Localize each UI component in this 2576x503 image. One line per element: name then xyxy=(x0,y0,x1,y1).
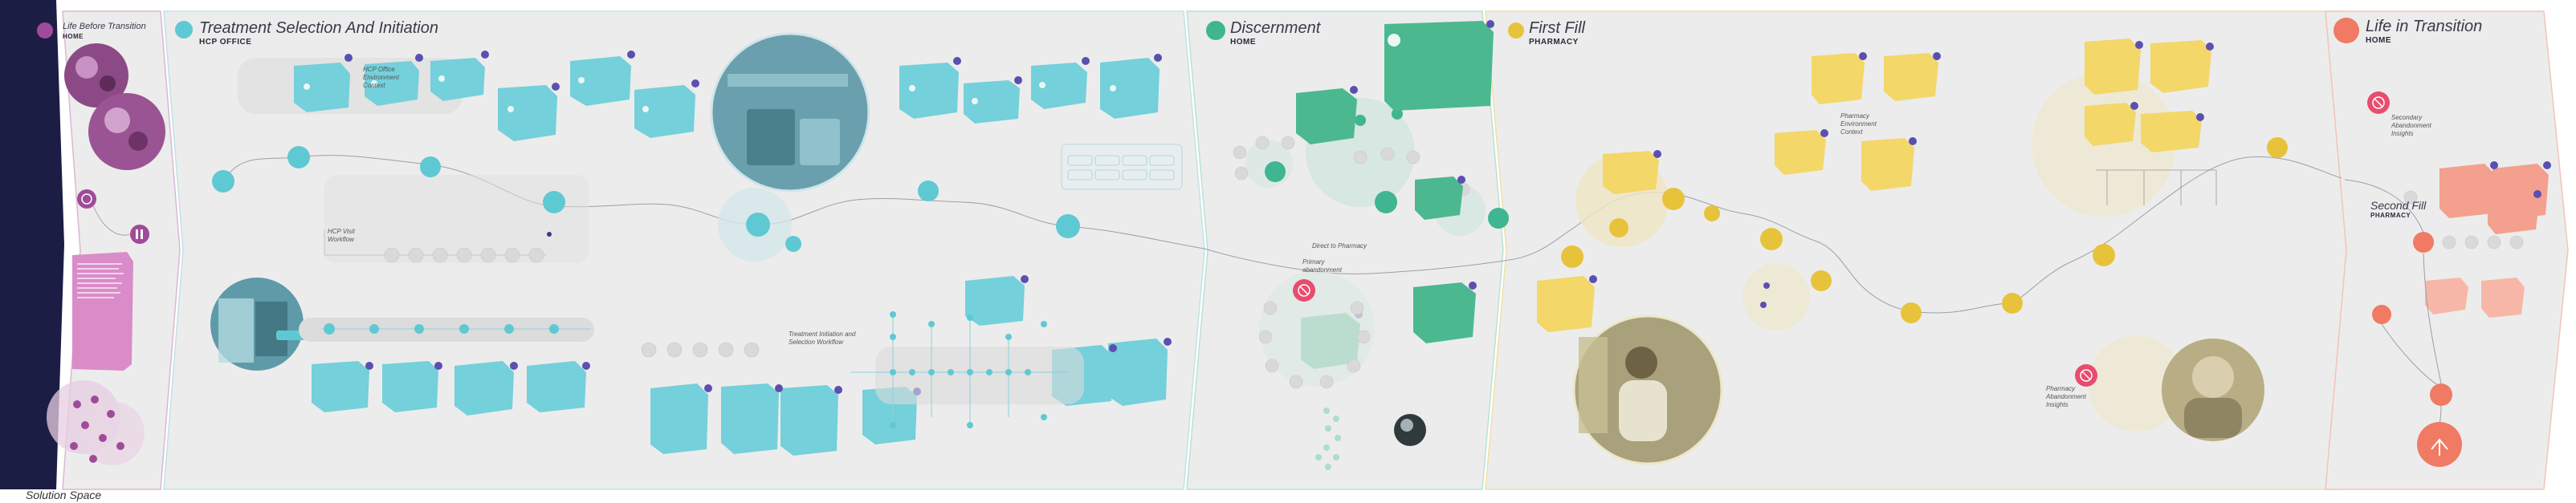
phase-dot-first-fill xyxy=(1508,22,1524,39)
phase-dot-life-transition xyxy=(2333,18,2359,43)
panel-discernment xyxy=(1186,10,1504,490)
phase-title-first-fill: First Fill xyxy=(1529,19,1585,37)
left-navy-bar xyxy=(0,0,56,489)
label-treatment-workflow: Treatment Initiation and Selection Workf… xyxy=(789,331,856,346)
phase-title-life-transition: Life in Transition xyxy=(2366,18,2483,35)
label-hcp-visit-workflow: HCP Visit Workflow xyxy=(328,228,355,243)
panel-life-transition xyxy=(2325,10,2569,490)
label-pharmacy-insights: Pharmacy Abandonment Insights xyxy=(2046,385,2086,408)
phase-subtitle-first-fill: PHARMACY xyxy=(1529,38,1579,47)
label-primary-abandonment: Primary abandonment xyxy=(1302,258,1342,274)
phase-subtitle-discernment: HOME xyxy=(1230,38,1256,47)
label-hcp-office-context: HCP Office Environment Context xyxy=(363,66,399,89)
second-fill-title: Second Fill xyxy=(2370,199,2427,212)
phase-title-life-before: Life Before Transition xyxy=(63,22,146,31)
phase-title-discernment: Discernment xyxy=(1230,19,1321,37)
second-fill-subtitle: PHARMACY xyxy=(2370,212,2411,219)
phase-dot-discernment xyxy=(1206,21,1225,40)
label-pharmacy-context: Pharmacy Environment Context xyxy=(1840,112,1877,136)
label-direct-pharmacy: Direct to Pharmacy xyxy=(1312,242,1367,249)
phase-subtitle-life-transition: HOME xyxy=(2366,36,2391,45)
label-secondary-insights: Secondary Abandonment Insights xyxy=(2391,114,2431,137)
life-before-note xyxy=(72,252,133,371)
footer-solution-space: Solution Space xyxy=(26,489,102,501)
left-navy-arrow xyxy=(56,0,64,489)
phase-subtitle-life-before: HOME xyxy=(63,33,84,40)
phase-subtitle-treatment: HCP OFFICE xyxy=(199,38,252,47)
phase-title-treatment: Treatment Selection And Initiation xyxy=(199,19,438,37)
phase-dot-treatment xyxy=(175,21,193,39)
phase-dot-life-before xyxy=(37,22,53,39)
